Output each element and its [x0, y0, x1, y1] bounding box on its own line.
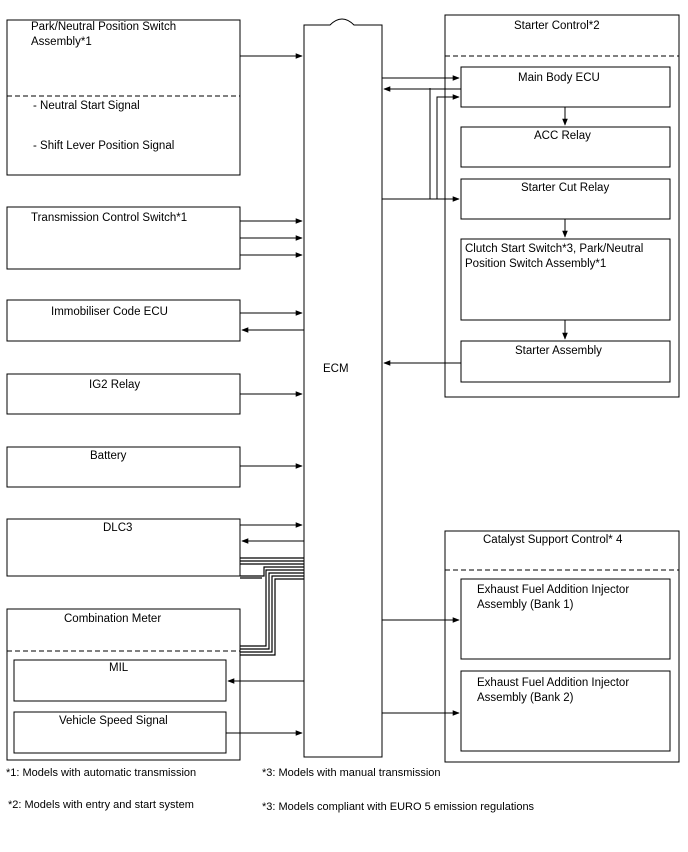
main-body-ecu-label: Main Body ECU: [518, 72, 600, 84]
starter-control-block: Starter Control*2 Main Body ECU ACC Rela…: [444, 14, 680, 398]
immobiliser-block: Immobiliser Code ECU: [6, 299, 241, 342]
footnote-1: *1: Models with automatic transmission: [6, 767, 196, 779]
pnp-switch-block: Park/Neutral Position Switch Assembly*1 …: [6, 19, 241, 176]
ig2-relay-block: IG2 Relay: [6, 373, 241, 415]
ecm-block: ECM: [303, 18, 383, 758]
starter-assembly-label: Starter Assembly: [515, 345, 602, 357]
injector-bank2-label-1: Exhaust Fuel Addition Injector: [477, 677, 629, 689]
neutral-start-signal: - Neutral Start Signal: [33, 100, 140, 112]
mil-box: [13, 659, 227, 702]
immobiliser-title: Immobiliser Code ECU: [51, 306, 168, 318]
battery-title: Battery: [90, 450, 127, 462]
starter-assembly-box: [460, 340, 671, 383]
transmission-switch-title: Transmission Control Switch*1: [31, 212, 187, 224]
catalyst-control-block: Catalyst Support Control* 4 Exhaust Fuel…: [444, 530, 680, 763]
injector-bank1-box: [460, 578, 671, 660]
starter-control-title: Starter Control*2: [514, 20, 600, 32]
clutch-start-label-1: Clutch Start Switch*3, Park/Neutral: [465, 243, 643, 255]
injector-bank1-label-2: Assembly (Bank 1): [477, 599, 574, 611]
acc-relay-box: [460, 126, 671, 168]
shift-lever-signal: - Shift Lever Position Signal: [33, 140, 174, 152]
ig2-relay-title: IG2 Relay: [89, 379, 140, 391]
speed-signal-box: [13, 711, 227, 754]
left-wires: [226, 53, 304, 736]
footnote-4: *3: Models compliant with EURO 5 emissio…: [262, 801, 535, 813]
acc-relay-label: ACC Relay: [534, 130, 591, 142]
ecm-label: ECM: [323, 363, 349, 375]
main-body-ecu-box: [460, 66, 671, 108]
catalyst-control-title: Catalyst Support Control* 4: [483, 534, 623, 546]
speed-signal-label: Vehicle Speed Signal: [59, 715, 168, 727]
footnote-3: *3: Models with manual transmission: [262, 767, 441, 779]
battery-block: Battery: [6, 446, 241, 488]
injector-bank1-label-1: Exhaust Fuel Addition Injector: [477, 584, 629, 596]
clutch-start-switch-box: [460, 238, 671, 321]
catalyst-wires: [382, 617, 460, 716]
pnp-switch-title-1: Park/Neutral Position Switch: [31, 21, 176, 33]
dlc3-block: DLC3: [6, 518, 241, 577]
ecm-to-main-body-arrow-2: [436, 94, 460, 199]
dlc3-title: DLC3: [103, 522, 132, 534]
starter-wires: [382, 75, 568, 366]
can-bus-bundle: [240, 557, 304, 656]
starter-cut-relay-box: [460, 178, 671, 220]
transmission-switch-block: Transmission Control Switch*1: [6, 206, 241, 270]
mil-label: MIL: [109, 662, 129, 674]
pnp-switch-title-2: Assembly*1: [31, 36, 92, 48]
footnote-2: *2: Models with entry and start system: [8, 799, 194, 811]
clutch-start-label-2: Position Switch Assembly*1: [465, 258, 606, 270]
combination-meter-title: Combination Meter: [64, 613, 161, 625]
starter-cut-relay-label: Starter Cut Relay: [521, 182, 609, 194]
injector-bank2-label-2: Assembly (Bank 2): [477, 692, 574, 704]
injector-bank2-box: [460, 670, 671, 752]
combination-meter-block: Combination Meter MIL Vehicle Speed Sign…: [6, 608, 241, 761]
footnotes: *1: Models with automatic transmission *…: [6, 767, 535, 813]
